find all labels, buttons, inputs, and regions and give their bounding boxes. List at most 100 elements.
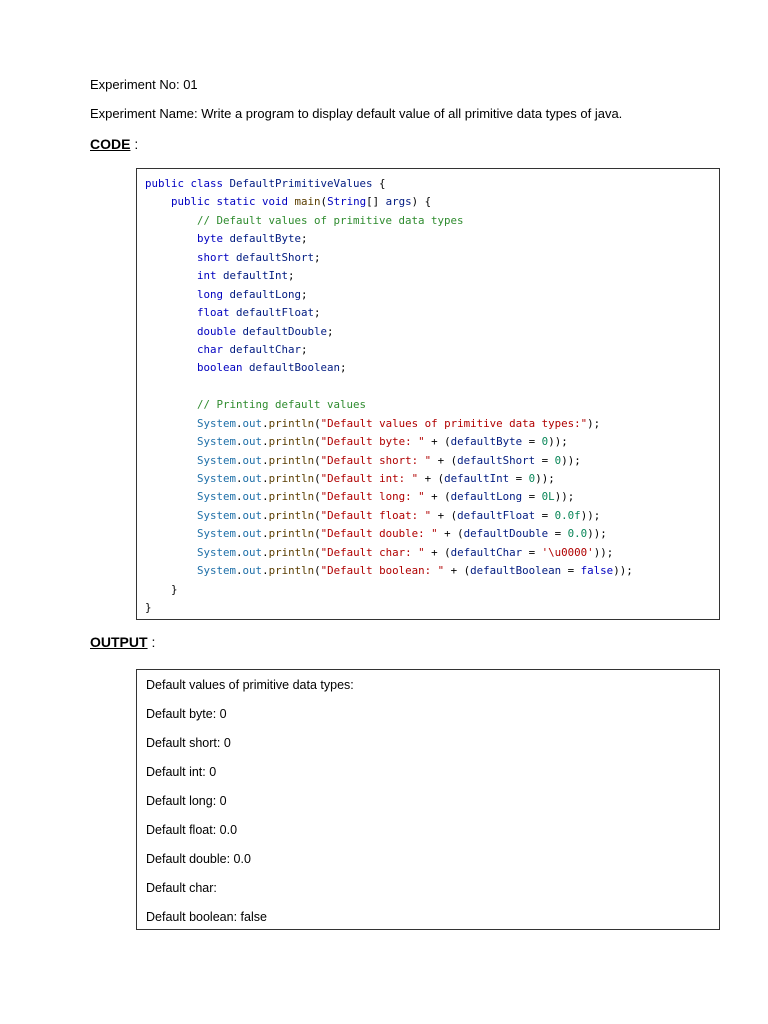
code-text: )); — [587, 527, 607, 541]
code-identifier: defaultBoolean — [249, 361, 341, 375]
code-system: System — [197, 527, 237, 541]
code-text: { — [372, 177, 386, 190]
code-number: 0 — [541, 435, 549, 449]
code-keyword: short — [197, 250, 237, 264]
code-system: out — [242, 527, 263, 541]
code-string: "Default byte: " — [320, 435, 425, 449]
code-block: public class DefaultPrimitiveValues { pu… — [136, 168, 720, 620]
code-text — [145, 398, 197, 411]
code-text: = — [522, 545, 542, 559]
code-line: System.out.println("Default long: " + (d… — [145, 488, 633, 506]
code-text: . — [262, 453, 269, 467]
code-string: "Default boolean: " — [320, 564, 445, 578]
code-line: System.out.println("Default boolean: " +… — [145, 562, 633, 580]
code-text — [145, 435, 197, 448]
code-text — [145, 361, 197, 374]
code-identifier: defaultChar — [229, 342, 302, 356]
code-identifier: defaultLong — [450, 490, 523, 504]
code-identifier: defaultByte — [229, 232, 302, 246]
code-section-heading: CODE : — [90, 135, 138, 153]
output-line: Default short: 0 — [146, 736, 231, 750]
code-text: . — [236, 527, 243, 541]
output-line: Default values of primitive data types: — [146, 678, 354, 692]
code-comment: // Default values of primitive data type… — [197, 213, 464, 227]
code-text: )); — [554, 490, 575, 504]
code-comment: // Printing default values — [197, 398, 367, 412]
code-text: + ( — [418, 472, 445, 485]
code-text: ( — [314, 490, 321, 504]
code-system: System — [197, 472, 237, 485]
code-line: char defaultChar; — [145, 341, 633, 359]
code-string: "Default short: " — [320, 453, 432, 467]
code-identifier: DefaultPrimitiveValues — [229, 177, 373, 190]
code-text: + ( — [424, 435, 451, 449]
code-text: ; — [301, 232, 308, 246]
code-line — [145, 378, 633, 396]
code-text: ( — [314, 564, 321, 578]
code-text: ( — [314, 435, 321, 449]
code-text: = — [509, 472, 529, 485]
code-text — [145, 325, 197, 338]
code-text: + ( — [437, 527, 464, 541]
code-line: System.out.println("Default double: " + … — [145, 525, 633, 543]
code-line: System.out.println("Default short: " + (… — [145, 452, 633, 470]
experiment-name: Experiment Name: Write a program to disp… — [90, 106, 623, 121]
code-text: . — [236, 453, 243, 467]
code-identifier: defaultDouble — [463, 527, 549, 541]
code-text: ; — [301, 287, 308, 301]
code-identifier: defaultFloat — [236, 306, 315, 320]
code-text: + ( — [424, 545, 451, 559]
code-text: [] — [366, 195, 386, 209]
code-text: . — [262, 508, 269, 522]
code-keyword: byte — [197, 232, 230, 246]
code-system: System — [197, 545, 237, 559]
code-text: )); — [613, 564, 633, 578]
code-section-label: CODE — [90, 136, 131, 152]
code-system: System — [197, 490, 237, 504]
code-text: . — [236, 490, 243, 504]
code-line: short defaultShort; — [145, 249, 633, 267]
code-string: "Default char: " — [320, 545, 425, 559]
code-line: boolean defaultBoolean; — [145, 359, 633, 377]
code-text: . — [236, 435, 243, 449]
code-string: "Default long: " — [320, 490, 425, 504]
code-system: out — [242, 435, 263, 449]
code-keyword: boolean — [197, 361, 250, 375]
code-text: = — [522, 435, 542, 449]
code-string: '\u0000' — [541, 545, 594, 559]
code-text: ; — [301, 342, 308, 356]
code-text: . — [262, 416, 269, 430]
output-line: Default long: 0 — [146, 794, 227, 808]
code-text: = — [561, 564, 581, 578]
code-text: . — [262, 490, 269, 504]
output-line: Default double: 0.0 — [146, 852, 251, 866]
code-text: )); — [548, 435, 568, 449]
output-section-label: OUTPUT — [90, 634, 148, 650]
code-line: } — [145, 599, 633, 617]
code-number: 0 — [528, 472, 536, 485]
code-line: byte defaultByte; — [145, 230, 633, 248]
code-text — [145, 454, 197, 467]
code-identifier: defaultLong — [229, 287, 302, 301]
code-text: ( — [314, 508, 321, 522]
code-text — [145, 546, 197, 559]
code-line: double defaultDouble; — [145, 323, 633, 341]
code-text: )); — [593, 545, 614, 559]
code-line: // Default values of primitive data type… — [145, 212, 633, 230]
code-text: ) { — [411, 195, 432, 209]
code-system: out — [242, 564, 263, 578]
code-line: System.out.println("Default float: " + (… — [145, 507, 633, 525]
code-text — [145, 417, 197, 430]
code-method: println — [268, 472, 315, 485]
code-string: "Default float: " — [320, 508, 432, 522]
code-method: println — [268, 527, 315, 541]
code-method: println — [268, 435, 315, 449]
code-text: + ( — [431, 508, 458, 522]
code-text: ( — [314, 472, 321, 485]
output-line: Default boolean: false — [146, 910, 267, 924]
code-number: 0L — [541, 490, 555, 504]
code-text: ( — [314, 527, 321, 541]
code-string: "Default double: " — [320, 527, 438, 541]
code-text — [145, 343, 197, 356]
code-number: 0.0f — [554, 508, 581, 522]
